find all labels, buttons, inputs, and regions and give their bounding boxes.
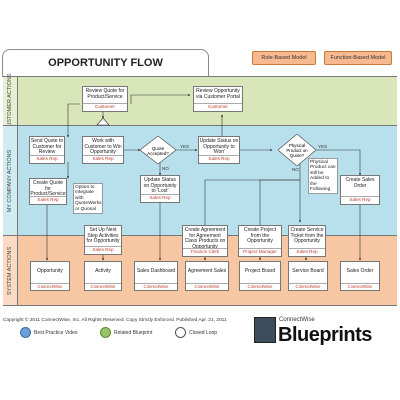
create-sales-order-box[interactable]: Create Sales Order Sales Rep — [340, 175, 380, 205]
connectwise-label: ConnectWise — [341, 283, 379, 289]
system-opportunity-box[interactable]: Opportunity ConnectWise — [30, 261, 70, 291]
set-up-activities-box[interactable]: Set Up Next Step Activities for Opportun… — [84, 225, 122, 255]
footer — [3, 305, 397, 396]
role-label: Sales Rep — [141, 194, 179, 201]
system-agreement-sales-box[interactable]: Agreement Sales ConnectWise — [185, 261, 229, 291]
role-label: Customer — [83, 103, 127, 110]
create-project-box[interactable]: Create Project from the Opportunity Proj… — [238, 225, 282, 257]
blueprint-icon — [100, 327, 111, 338]
closed-loop-icon — [175, 327, 186, 338]
copyright-text: Copyright © 2011 ConnectWise, Inc. All R… — [3, 318, 227, 323]
video-icon — [20, 327, 31, 338]
legend-closed-loop[interactable]: Closed Loop — [175, 327, 217, 338]
diagram-header: OPPORTUNITY FLOW — [2, 49, 209, 77]
role-label: Sales Rep — [199, 155, 239, 162]
role-label: Sales Rep — [30, 196, 66, 203]
work-with-customer-box[interactable]: Work with Customer to Win Opportunity Sa… — [82, 136, 124, 164]
yes-label: YES — [180, 144, 190, 149]
integration-option-note: Option to Integrate with QuoteWerks or Q… — [73, 183, 103, 215]
role-label: Sales Rep — [341, 196, 379, 203]
physical-product-note: Physical Product can still be Added to t… — [308, 158, 338, 195]
system-project-board-box[interactable]: Project Board ConnectWise — [239, 261, 281, 291]
system-activity-box[interactable]: Activity ConnectWise — [84, 261, 122, 291]
system-sales-order-box[interactable]: Sales Order ConnectWise — [340, 261, 380, 291]
role-label: Sales Rep — [85, 246, 121, 253]
create-service-ticket-box[interactable]: Create Service Ticket from the Opportuni… — [288, 225, 326, 257]
blueprint-logo-icon — [254, 317, 276, 343]
yes-label: YES — [318, 144, 328, 149]
physical-product-decision[interactable]: Physical Product on Quote? — [278, 134, 316, 166]
system-service-board-box[interactable]: Service Board ConnectWise — [288, 261, 328, 291]
role-label: Sales Rep — [83, 155, 123, 162]
role-label: Customer — [194, 103, 242, 110]
role-label: Sales Rep — [30, 155, 64, 162]
create-quote-box[interactable]: Create Quote for Product/Service Sales R… — [29, 178, 67, 205]
page-title: OPPORTUNITY FLOW — [48, 57, 163, 69]
review-quote-box[interactable]: Review Quote for Product/Service Custome… — [82, 86, 128, 112]
legend-best-practice-video[interactable]: Best Practice Video — [20, 327, 78, 338]
no-label: NO — [162, 166, 169, 171]
connectwise-label: ConnectWise — [240, 283, 280, 289]
review-opportunity-box[interactable]: Review Opportunity via Customer Portal C… — [193, 86, 243, 112]
send-quote-box[interactable]: Send Quote to Customer for Review Sales … — [29, 136, 65, 164]
legend-related-blueprint[interactable]: Related Blueprint — [100, 327, 152, 338]
connectwise-label: ConnectWise — [289, 283, 327, 289]
quote-accepted-decision[interactable]: Quote Accepted? — [140, 136, 176, 164]
role-label: Sales Rep — [289, 248, 325, 255]
function-based-model-button[interactable]: Function-Based Model — [324, 51, 392, 65]
no-label: NO — [292, 167, 299, 172]
connectwise-blueprints-logo: ConnectWise Blueprints — [254, 315, 394, 347]
connectwise-label: ConnectWise — [85, 283, 121, 289]
connectwise-label: ConnectWise — [135, 283, 177, 289]
role-label: Finance Clerk — [183, 248, 227, 255]
connectwise-label: ConnectWise — [31, 283, 69, 289]
role-based-model-button[interactable]: Role-Based Model — [252, 51, 316, 65]
connectwise-label: ConnectWise — [186, 283, 228, 289]
system-sales-dashboard-box[interactable]: Sales Dashboard ConnectWise — [134, 261, 178, 291]
update-lost-box[interactable]: Update Status on Opportunity to 'Lost' S… — [140, 175, 180, 203]
role-label: Project Manager — [239, 248, 281, 255]
create-agreement-box[interactable]: Create Agreement for Agreement Class Pro… — [182, 225, 228, 257]
update-won-box[interactable]: Update Status on Opportunity to 'Won' Sa… — [198, 136, 240, 164]
